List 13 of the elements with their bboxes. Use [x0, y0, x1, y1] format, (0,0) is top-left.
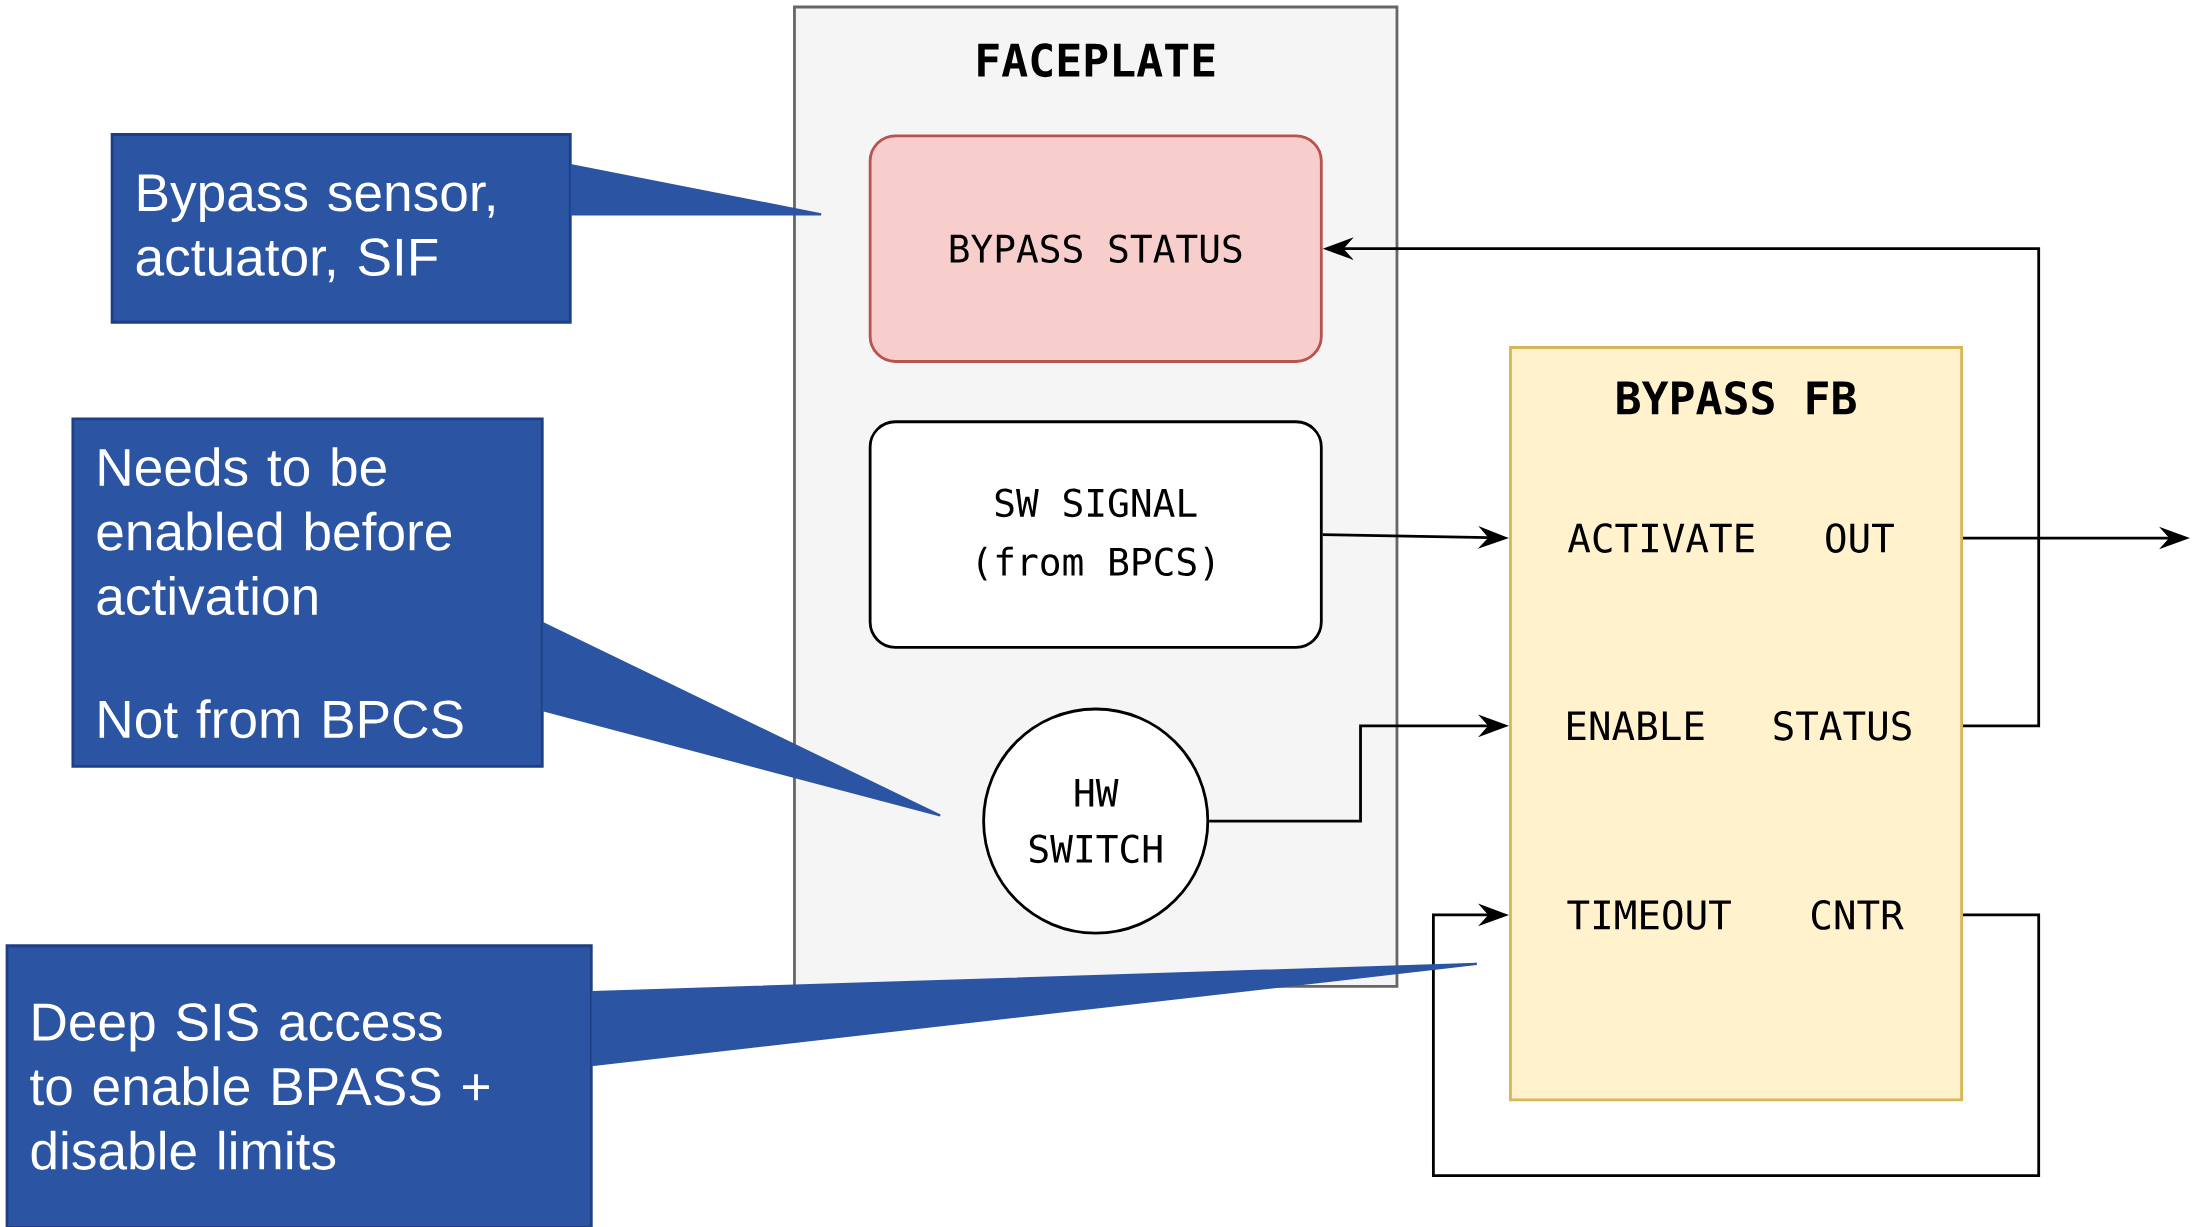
callout-box: Needs to be enabled before activation Not from BPCS: [71, 417, 544, 768]
port-label: OUT: [1826, 523, 1894, 553]
port-label: TIMEOUT: [1567, 899, 1731, 930]
arrow: [1432, 903, 2041, 1177]
callout-pointer: [591, 962, 1478, 1066]
callout-box: Bypass sensor, actuator, SIF: [110, 132, 572, 324]
port-label: ACTIVATE: [1568, 523, 1754, 553]
status-box: SW SIGNAL (from BPCS): [868, 420, 1323, 649]
port-label: STATUS: [1774, 710, 1911, 741]
status-box: BYPASS STATUS: [868, 134, 1323, 363]
port-label: CNTR: [1812, 899, 1904, 930]
port-label: ENABLE: [1568, 711, 1704, 740]
callout-box: Deep SIS access to enable BPASS + disable limits: [5, 944, 593, 1227]
